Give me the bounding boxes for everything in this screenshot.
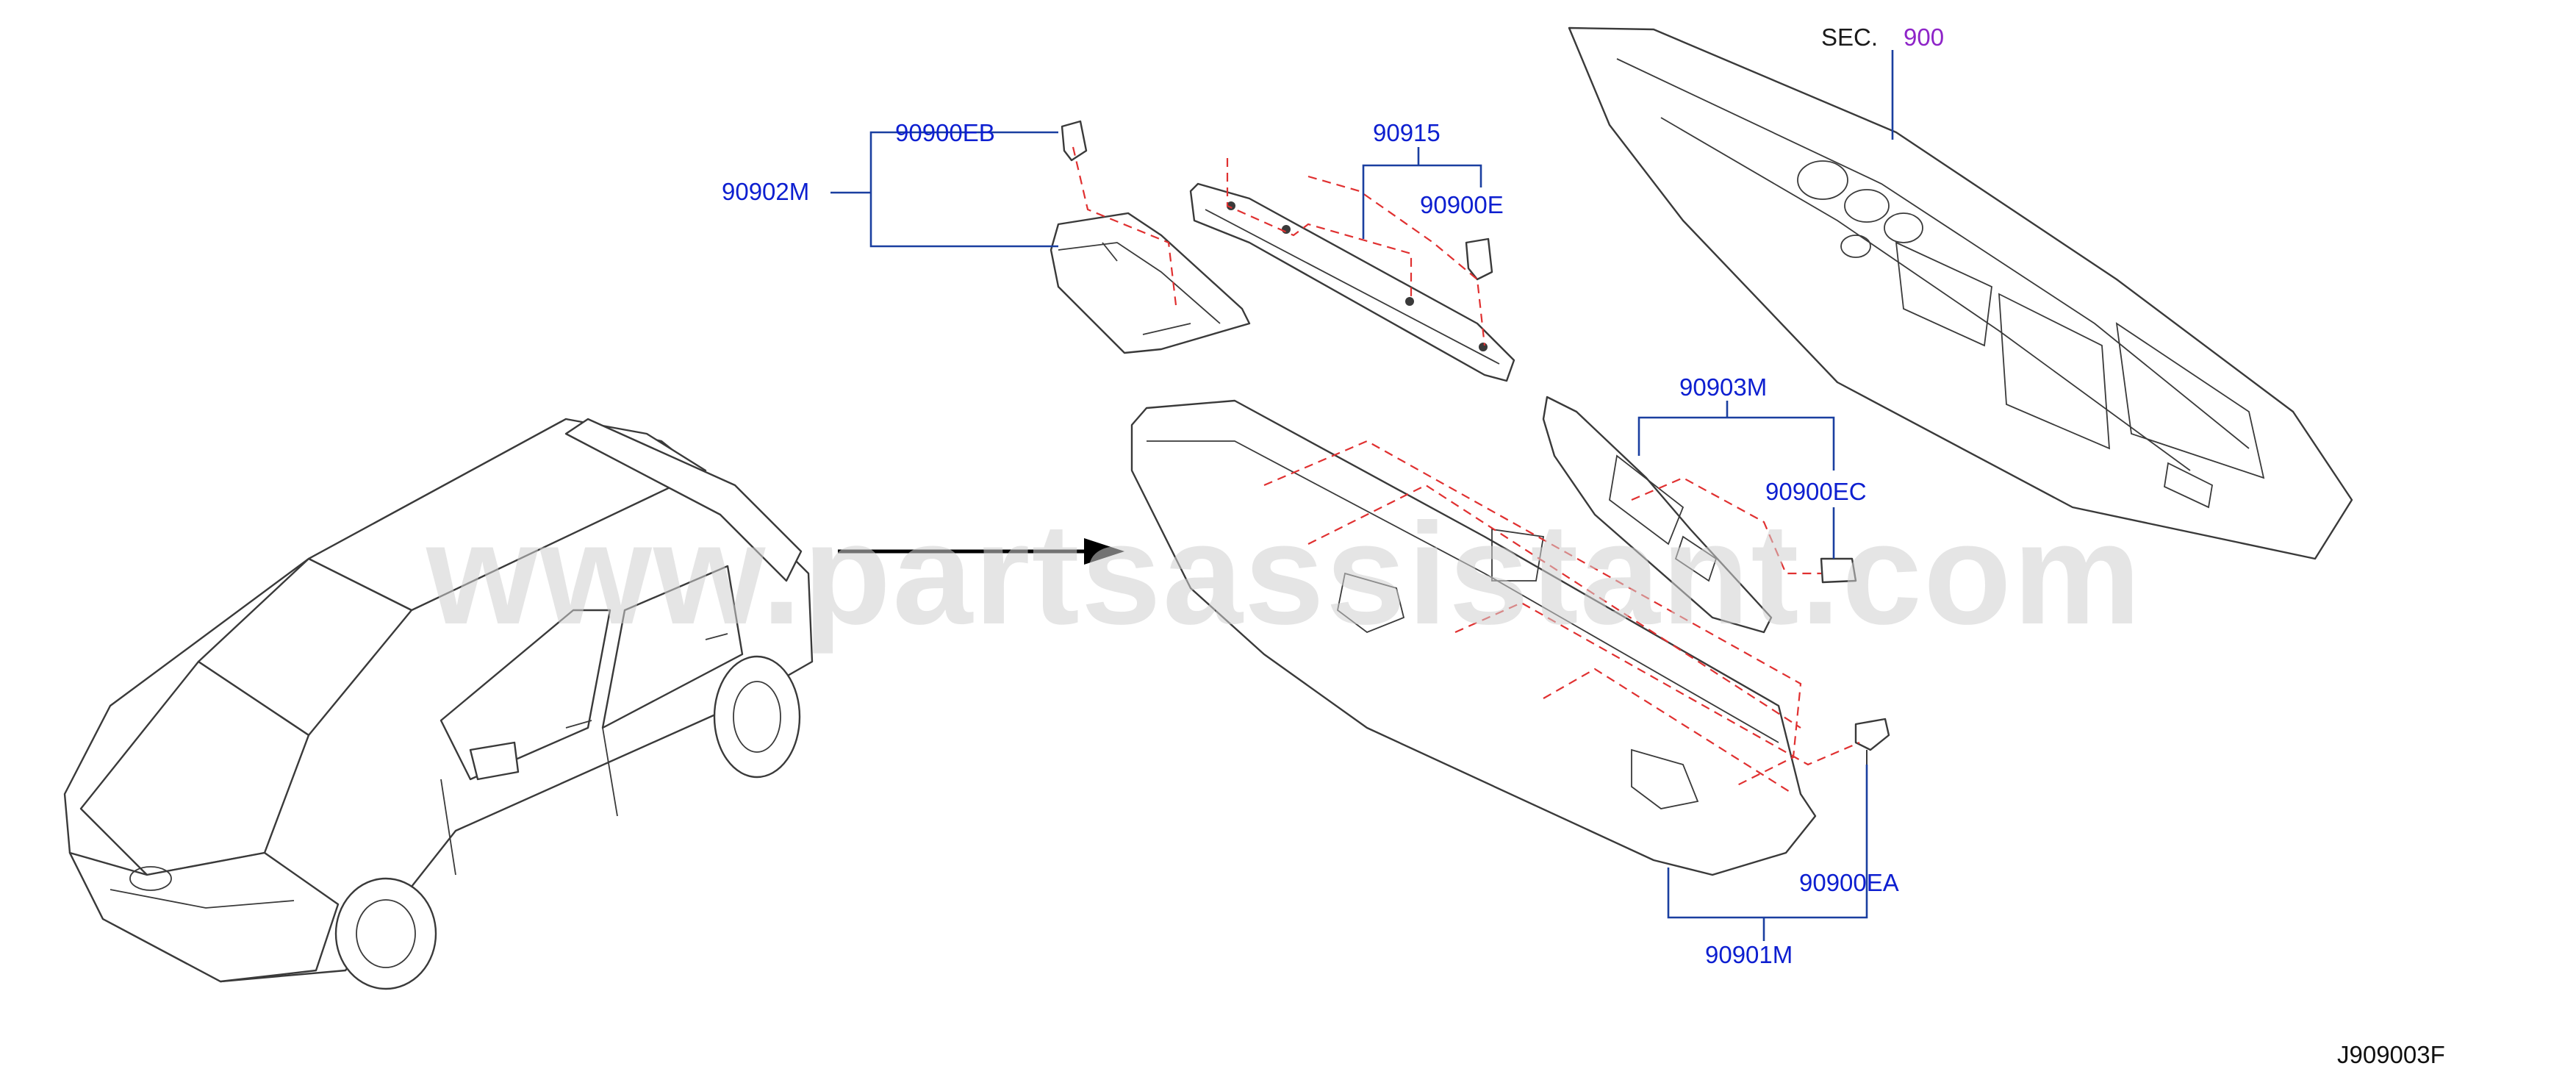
part-label-90900ea: 90900EA xyxy=(1799,869,1899,896)
part-label-90900e: 90900E xyxy=(1420,191,1504,218)
part-label-90901m: 90901M xyxy=(1705,941,1793,968)
clip-fastener-90900ea xyxy=(1854,718,1890,765)
dashed-guides xyxy=(1072,146,1177,306)
instrument-panel-part xyxy=(1568,26,2353,560)
vehicle-illustration xyxy=(63,418,814,990)
clip-fastener-90900eb xyxy=(1061,120,1088,162)
part-label-90900ec: 90900EC xyxy=(1765,478,1867,505)
part-label-90915: 90915 xyxy=(1373,119,1441,146)
section-prefix: SEC. xyxy=(1821,24,1878,51)
part-label-90900eb: 90900EB xyxy=(895,119,995,146)
leader-lines xyxy=(830,50,1894,941)
large-trim-panel-90901m xyxy=(1130,399,1817,876)
direction-arrow xyxy=(838,538,1124,565)
clip-fastener-90900ec xyxy=(1820,557,1857,584)
diagram-id: J909003F xyxy=(2337,1041,2445,1068)
trim-strip-90915 xyxy=(1189,182,1515,382)
part-label-90903m: 90903M xyxy=(1679,373,1767,401)
trim-panel-90902m xyxy=(1050,212,1251,354)
clip-fastener-90900e xyxy=(1465,237,1493,281)
section-number: 900 xyxy=(1904,24,1944,51)
pillar-trim-90903m xyxy=(1542,396,1773,634)
watermark: www.partsassistant.com xyxy=(426,493,2142,654)
part-label-90902m: 90902M xyxy=(722,178,809,205)
